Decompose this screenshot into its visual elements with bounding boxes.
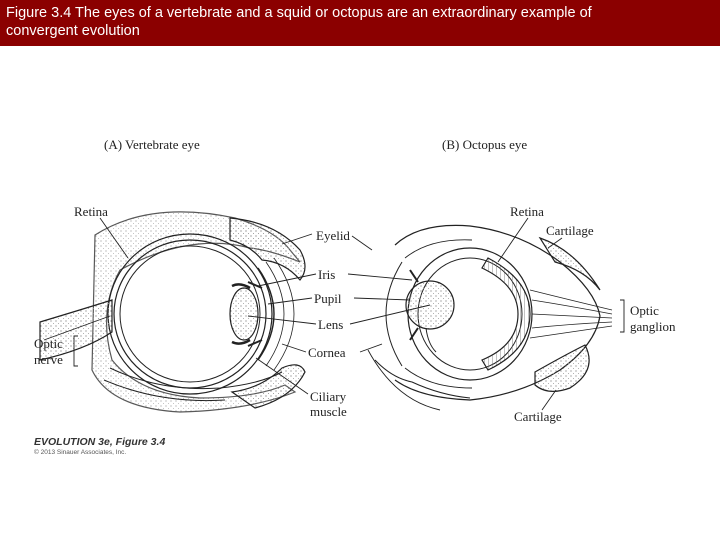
label-optic-ganglion-line1: Optic (630, 303, 659, 318)
vertebrate-eye (40, 212, 305, 412)
label-optic-nerve-line2: nerve (34, 352, 63, 367)
label-cornea: Cornea (308, 345, 346, 360)
credit-copyright: © 2013 Sinauer Associates, Inc. (34, 449, 126, 456)
label-retina-a: Retina (74, 204, 108, 219)
label-retina-b: Retina (510, 204, 544, 219)
label-cartilage-top: Cartilage (546, 223, 594, 238)
label-pupil: Pupil (314, 291, 341, 306)
octopus-cartilage-top (540, 238, 600, 290)
label-optic-nerve-line1: Optic (34, 336, 63, 351)
label-ciliary-line1: Ciliary (310, 389, 346, 404)
octopus-lens-stalk (426, 328, 436, 352)
label-optic-ganglion-line2: ganglion (630, 319, 676, 334)
vertebrate-upper-eyelid (230, 218, 305, 280)
octopus-eye (368, 225, 612, 410)
vertebrate-lens (230, 288, 258, 340)
panel-b-title: (B) Octopus eye (442, 137, 527, 153)
panel-a-title: (A) Vertebrate eye (104, 137, 200, 153)
label-eyelid: Eyelid (316, 228, 350, 243)
label-cartilage-bottom: Cartilage (514, 409, 562, 424)
octopus-cartilage-bottom (535, 345, 589, 391)
label-lens: Lens (318, 317, 343, 332)
octopus-retina-band (482, 258, 530, 370)
label-iris: Iris (318, 267, 335, 282)
credit-title: EVOLUTION 3e, Figure 3.4 (34, 436, 165, 448)
label-ciliary-line2: muscle (310, 404, 347, 419)
